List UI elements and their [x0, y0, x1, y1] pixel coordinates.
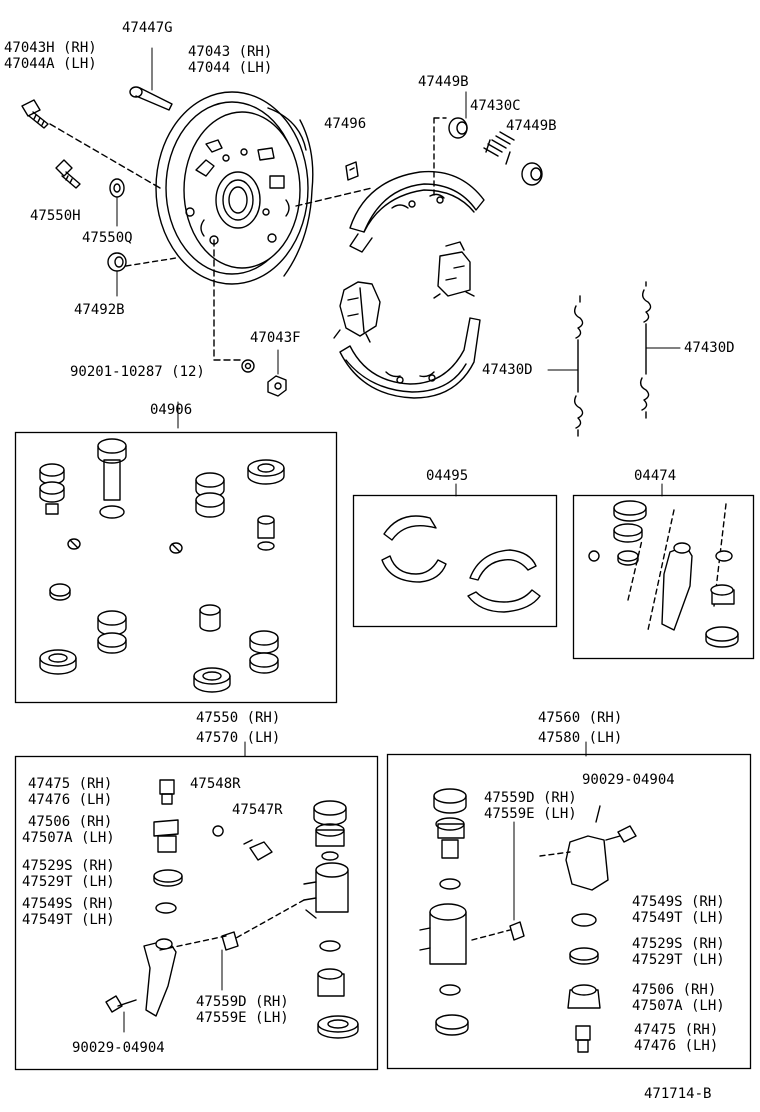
part-number-label: 47507A (LH)	[632, 998, 725, 1014]
part-number-label: 47447G	[122, 20, 173, 36]
part-number-label: 47559D (RH)	[484, 790, 577, 806]
part-number-label: 90029-04904	[72, 1040, 165, 1056]
part-number-label: 47476 (LH)	[28, 792, 113, 808]
part-number-label: 47550H	[30, 208, 81, 224]
part-number-label: 47507A (LH)	[22, 830, 115, 846]
leader-line	[49, 123, 161, 189]
kit-04495-parts	[381, 515, 541, 613]
part-number-label: 47549S (RH)	[22, 896, 115, 912]
part-number-label: 90029-04904	[582, 772, 675, 788]
kit-04495-box	[352, 494, 558, 628]
part-number-label: 47559E (LH)	[196, 1010, 289, 1026]
kit-04474-box	[572, 494, 755, 660]
part-number-label: 47549S (RH)	[632, 894, 725, 910]
part-number-label: 47449B	[506, 118, 557, 134]
part-number-label: 47559E (LH)	[484, 806, 577, 822]
spring-part	[639, 281, 681, 419]
part-number-label: 47430C	[470, 98, 521, 114]
clip-part	[345, 161, 359, 181]
pin-part	[129, 47, 173, 111]
part-number-label: 47043H (RH)	[4, 40, 97, 56]
spring-part	[483, 131, 515, 165]
wheel-cylinder-assembly	[433, 241, 475, 299]
cylinder-b-parts	[419, 788, 637, 1053]
cap-part	[109, 178, 125, 227]
part-number-label: 47475 (RH)	[28, 776, 113, 792]
kit-number-label: 04474	[634, 468, 677, 484]
part-number-label: 47529S (RH)	[22, 858, 115, 874]
part-number-label: 47044A (LH)	[4, 56, 97, 72]
bushing-part	[521, 162, 543, 186]
part-number-label: 47559D (RH)	[196, 994, 289, 1010]
part-number-label: 47529T (LH)	[632, 952, 725, 968]
cylinder-a-parts	[105, 779, 359, 1039]
part-number-label: 47529T (LH)	[22, 874, 115, 890]
assembly-number-label: 47570 (LH)	[196, 730, 281, 746]
part-number-label: 47043 (RH)	[188, 44, 273, 60]
assembly-number-label: 47560 (RH)	[538, 710, 623, 726]
part-number-label: 47529S (RH)	[632, 936, 725, 952]
kit-number-label: 04495	[426, 468, 469, 484]
part-number-label: 47549T (LH)	[22, 912, 115, 928]
part-number-label: 47492B	[74, 302, 125, 318]
part-number-label: 47496	[324, 116, 367, 132]
part-number-label: 47506 (RH)	[632, 982, 717, 998]
part-number-label: 47550Q	[82, 230, 133, 246]
leader-line	[213, 239, 245, 361]
nut-part	[241, 359, 255, 373]
nut-part	[107, 252, 177, 297]
kit-04906-parts	[39, 438, 285, 693]
part-number-label: 47476 (LH)	[634, 1038, 719, 1054]
part-number-label: 47549T (LH)	[632, 910, 725, 926]
part-number-label: 47506 (RH)	[28, 814, 113, 830]
kit-04474-parts	[588, 500, 739, 648]
diagram-id: 471714-B	[644, 1086, 712, 1102]
part-number-label: 47043F	[250, 330, 301, 346]
kit-04906-box	[14, 431, 338, 704]
part-number-label: 47449B	[418, 74, 469, 90]
kit-number-label: 04906	[150, 402, 193, 418]
part-number-label: 47044 (LH)	[188, 60, 273, 76]
spring-part	[547, 295, 584, 437]
backing-plate	[155, 91, 314, 285]
part-number-label: 47547R	[232, 802, 283, 818]
assembly-number-label: 47550 (RH)	[196, 710, 281, 726]
bolt-part	[21, 99, 49, 129]
cylinder-a-box	[14, 755, 379, 1071]
part-number-label: 47475 (RH)	[634, 1022, 719, 1038]
brake-shoe	[339, 317, 481, 399]
wheel-cylinder-assembly	[333, 281, 381, 343]
assembly-number-label: 47580 (LH)	[538, 730, 623, 746]
part-number-label: 47430D	[684, 340, 735, 356]
cylinder-b-box	[386, 753, 752, 1070]
part-number-label: 90201-10287 (12)	[70, 364, 205, 380]
nut-part	[267, 349, 287, 397]
part-number-label: 47430D	[482, 362, 533, 378]
bolt-part	[55, 159, 81, 189]
brake-shoe	[349, 170, 485, 253]
part-number-label: 47548R	[190, 776, 241, 792]
bushing-part	[448, 91, 468, 139]
